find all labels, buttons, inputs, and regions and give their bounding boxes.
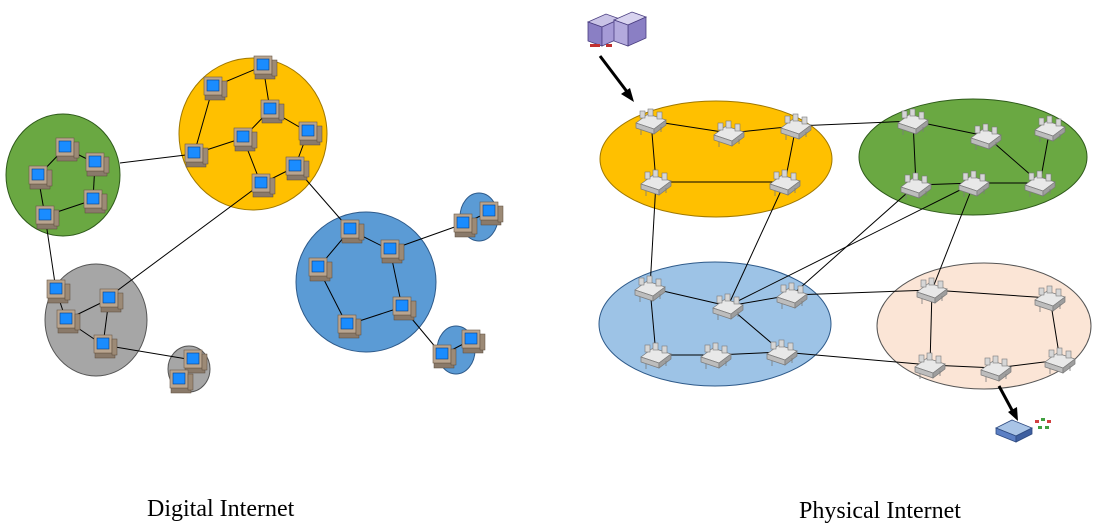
- computer-icon: [253, 55, 278, 80]
- digital-cluster-blue: [295, 211, 437, 353]
- source-arrow: [598, 55, 634, 102]
- digital-clusters: [5, 57, 499, 393]
- computer-icon: [461, 329, 486, 354]
- physical-cluster-green: [858, 98, 1088, 216]
- physical-clusters: [598, 98, 1092, 390]
- digital-internet-network: [5, 55, 504, 394]
- physical-internet-network: [586, 11, 1092, 443]
- container-truck-icon: [586, 11, 648, 47]
- physical-cluster-light-blue: [598, 261, 832, 387]
- digital-internet-caption: Digital Internet: [147, 496, 295, 522]
- computer-icon: [479, 201, 504, 226]
- physical-internet-caption: Physical Internet: [799, 498, 961, 524]
- destination-arrow: [997, 385, 1018, 421]
- delivery-van-icon: [995, 418, 1051, 443]
